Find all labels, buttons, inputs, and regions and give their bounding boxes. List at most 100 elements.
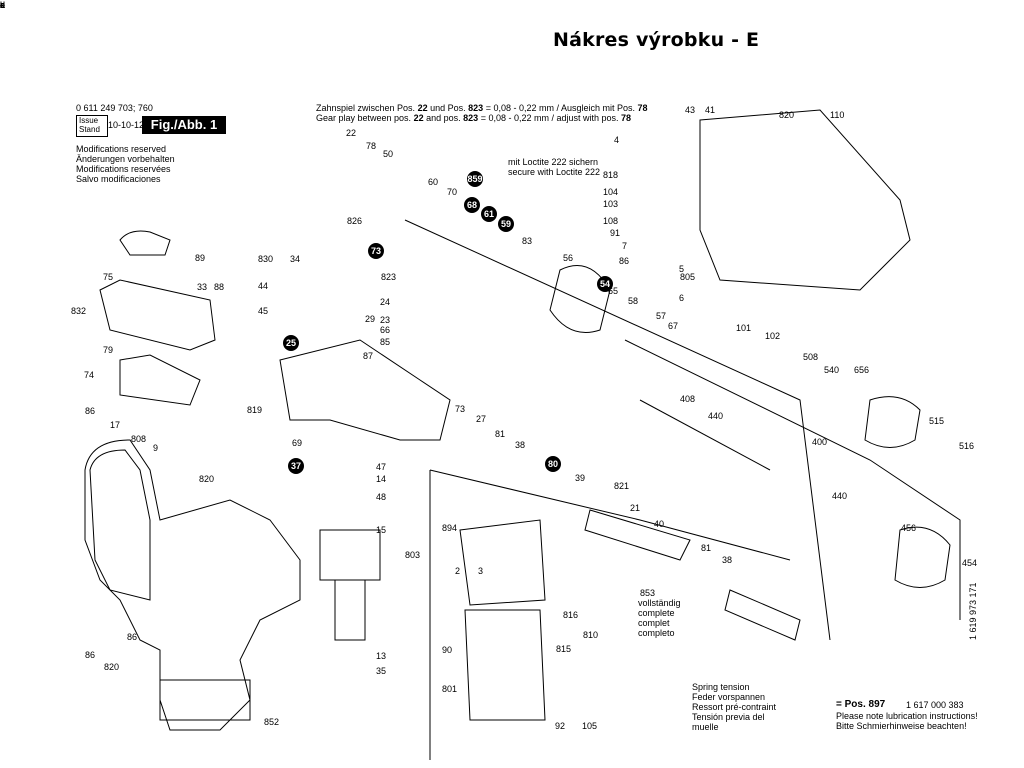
callout-label: 58	[628, 296, 639, 306]
callout-label: 820	[199, 474, 215, 484]
callout-label: 68	[464, 197, 480, 213]
callout-label: 14	[376, 474, 387, 484]
callout-label: 803	[405, 550, 421, 560]
complete-en: complete	[638, 608, 675, 618]
page-title: Nákres výrobku - E	[553, 29, 760, 51]
callout-label: 41	[705, 105, 716, 115]
callout-label: 815	[556, 644, 572, 654]
callout-label: 24	[380, 297, 391, 307]
callout-label: 79	[103, 345, 114, 355]
callout-label: 60	[428, 177, 439, 187]
guide-line	[429, 469, 791, 561]
complete-fr: complet	[638, 618, 670, 628]
callout-label: 820	[779, 110, 795, 120]
callout-label: 440	[832, 491, 848, 501]
callout-label: 92	[555, 721, 566, 731]
callout-label: 810	[583, 630, 599, 640]
callout-label: x	[0, 0, 5, 10]
callout-label: e	[0, 0, 6, 10]
guide-line	[624, 339, 961, 620]
spring-es1: Tensión previa del	[692, 712, 765, 722]
rights-de: Änderungen vorbehalten	[76, 154, 175, 164]
loctite-de: mit Loctite 222 sichern	[508, 157, 599, 167]
callout-label: 17	[110, 420, 121, 430]
callout-label: 81	[701, 543, 712, 553]
callout-label: b	[0, 0, 6, 10]
callout-label: 47	[376, 462, 387, 472]
callout-label: 508	[803, 352, 819, 362]
rights-fr: Modifications reservées	[76, 164, 171, 174]
callout-label: 43	[685, 105, 696, 115]
spring-es2: muelle	[692, 722, 719, 732]
spindle-outline	[584, 509, 691, 561]
callout-label: 27	[476, 414, 487, 424]
callout-label: 22	[346, 128, 357, 138]
complete-de: vollständig	[638, 598, 681, 608]
callout-label: 830	[258, 254, 274, 264]
callout-label: 87	[363, 351, 374, 361]
callout-label: 25	[283, 335, 299, 351]
callout-label: 823	[381, 272, 397, 282]
callout-label: 88	[214, 282, 225, 292]
hammer-tube-outline	[549, 265, 611, 333]
callout-label: 2	[455, 566, 461, 576]
callout-label: 819	[247, 405, 263, 415]
callout-label: 859	[467, 171, 483, 187]
knob-outline	[119, 230, 171, 256]
callout-label: 808	[131, 434, 147, 444]
guide-line	[639, 399, 771, 471]
callout-label: 816	[563, 610, 579, 620]
lube-en: Please note lubrication instructions!	[836, 711, 978, 721]
seal-outline	[119, 354, 201, 406]
callout-label: 104	[603, 187, 619, 197]
chuck-outline	[864, 396, 921, 448]
callout-label: 34	[290, 254, 301, 264]
callout-label: 832	[71, 306, 87, 316]
callout-label: a	[0, 0, 6, 10]
callout-label: 894	[442, 523, 458, 533]
callout-label: 50	[383, 149, 394, 159]
issue-label: Issue	[79, 116, 99, 125]
spring-en: Spring tension	[692, 682, 750, 692]
callout-label: 9	[153, 443, 159, 453]
complete-es: completo	[638, 628, 675, 638]
callout-label: 15	[376, 525, 387, 535]
callout-label: 400	[812, 437, 828, 447]
callout-label: 852	[264, 717, 280, 727]
callout-label: 101	[736, 323, 752, 333]
callout-label: 38	[515, 440, 526, 450]
callout-label: 820	[104, 662, 120, 672]
callout-label: 826	[347, 216, 363, 226]
callout-label: a	[0, 0, 6, 10]
callout-label: 59	[498, 216, 514, 232]
housing-outline	[84, 439, 301, 731]
callout-label: 54	[597, 276, 613, 292]
callout-label: 38	[722, 555, 733, 565]
handle-outline	[89, 449, 151, 601]
callout-label: 102	[765, 331, 781, 341]
callout-label: d	[0, 0, 6, 10]
armature-core-outline	[334, 579, 366, 641]
callout-label: 540	[824, 365, 840, 375]
callout-label: 86	[85, 650, 96, 660]
callout-label: d	[0, 0, 6, 10]
callout-label: 805	[680, 272, 696, 282]
callout-label: 91	[610, 228, 621, 238]
callout-label: 440	[708, 411, 724, 421]
callout-label: 516	[959, 441, 975, 451]
issue-date: 10-10-12	[108, 120, 145, 130]
callout-label: 65	[608, 286, 619, 296]
callout-label: 454	[962, 558, 978, 568]
gearcase-outline	[99, 279, 216, 351]
callout-label: 40	[654, 519, 665, 529]
callout-label: e	[0, 0, 6, 10]
callout-label: 35	[376, 666, 387, 676]
callout-label: 66	[380, 325, 391, 335]
callout-label: c	[0, 0, 5, 10]
callout-label: 85	[380, 337, 391, 347]
rights-en: Modifications reserved	[76, 144, 167, 154]
callout-label: 4	[614, 135, 620, 145]
stator-outline	[459, 519, 546, 606]
callout-label: 105	[582, 721, 598, 731]
callout-label: 86	[127, 632, 138, 642]
